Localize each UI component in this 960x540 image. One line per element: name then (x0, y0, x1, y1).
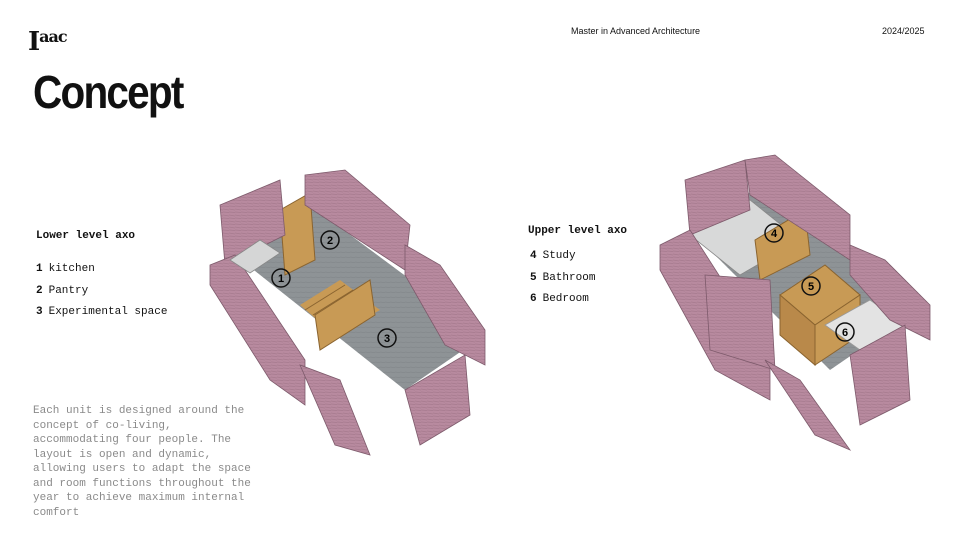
wall-panel (849, 244, 931, 341)
lower-level-axo: 1 2 3 (209, 169, 486, 456)
room-marker-label: 6 (842, 327, 848, 339)
wood-screen (314, 279, 376, 351)
room-marker-label: 2 (327, 235, 333, 247)
wall-panel (404, 244, 486, 366)
room-marker-label: 1 (278, 273, 284, 285)
room-marker-label: 5 (808, 281, 814, 293)
room-marker-2 (320, 230, 340, 250)
upper-level-axo: 4 5 6 (659, 154, 931, 451)
wall-panel (299, 364, 371, 456)
lower-level-title: Lower level axo (36, 230, 136, 242)
wall-panel (849, 324, 911, 426)
upper-level-title: Upper level axo (528, 225, 628, 237)
room-marker-6 (835, 322, 855, 342)
room-marker-label: 4 (771, 228, 778, 240)
concept-description: Each unit is designed around the concept… (33, 405, 251, 519)
room-marker-4 (764, 223, 784, 243)
iaac-logo: Iaac (28, 27, 68, 57)
academic-year: 2024/2025 (882, 26, 925, 36)
room-marker-1 (271, 268, 291, 288)
room-marker-label: 3 (384, 333, 390, 345)
wall-panel (744, 154, 851, 261)
wall-panel (684, 159, 751, 236)
kitchen-counter (229, 239, 281, 274)
wood-screen (279, 192, 316, 276)
wall-panel (404, 354, 471, 446)
wall-panel (219, 179, 286, 266)
room-marker-5 (801, 276, 821, 296)
page-title: Concept (33, 66, 184, 118)
wall-panel (764, 359, 852, 451)
program-name: Master in Advanced Architecture (571, 26, 701, 36)
room-marker-3 (377, 328, 397, 348)
wall-panel (209, 254, 306, 406)
